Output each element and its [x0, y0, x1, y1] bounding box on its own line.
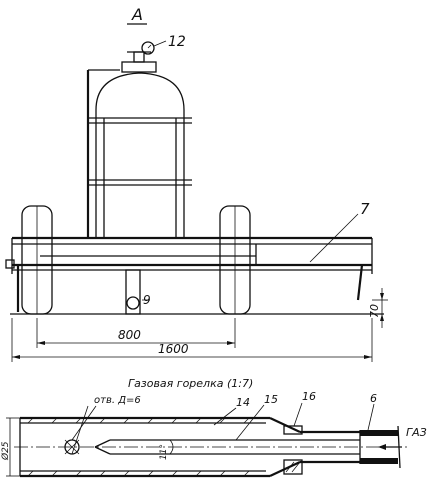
gas-flow-arrowhead — [378, 444, 386, 450]
leader-16 — [293, 402, 303, 427]
gauge-leader — [153, 40, 167, 47]
dim-70-arrow-bottom — [380, 314, 384, 321]
valve-body — [121, 61, 157, 73]
cone-bottom — [269, 461, 301, 477]
dim-800-arrow-right — [227, 341, 235, 345]
gas-cylinder: 12 — [86, 34, 192, 238]
angle-arc — [169, 439, 174, 455]
center-wheel-icon — [126, 296, 140, 310]
leader-15 — [235, 404, 265, 441]
gas-label: ГАЗ — [406, 426, 427, 439]
hose-top — [360, 430, 398, 436]
hole-note-leader — [71, 405, 97, 441]
leg-right — [356, 264, 364, 301]
hole-note-leader-2 — [71, 405, 89, 455]
dim-1600-arrow-left — [12, 355, 20, 359]
nozzle-tip-top — [94, 439, 111, 448]
gauge-needle — [147, 44, 152, 49]
hose-bottom — [360, 458, 398, 464]
cart-frame: 7 — [5, 200, 373, 312]
dim-70-text: 70 — [368, 304, 381, 318]
callout-wheel: 9 — [143, 293, 151, 307]
gas-burner: ГАЗ Ø25 11° отв. Д=6 14 15 16 6 — [0, 390, 427, 478]
coupling-hatch-1 — [285, 461, 295, 473]
frame-leader — [309, 213, 359, 263]
burner-title: Газовая горелка (1:7) — [128, 377, 253, 390]
angle-text: 11° — [159, 444, 169, 460]
callout-hose: 6 — [370, 392, 377, 405]
dim-1600-text: 1600 — [158, 342, 189, 356]
pressure-gauge-icon — [141, 41, 155, 55]
cylinder-dome — [95, 72, 185, 111]
handle-left — [5, 259, 15, 269]
dim-800-text: 800 — [118, 328, 141, 342]
view-label: А — [127, 5, 147, 25]
coupling-hatch-2 — [291, 461, 301, 473]
hole-note: отв. Д=6 — [94, 395, 141, 406]
side-hole-cross-2 — [64, 439, 80, 455]
coupling-bottom — [283, 459, 303, 475]
view-label-text: А — [131, 5, 143, 24]
dim-800-arrow-left — [37, 341, 45, 345]
cone-top — [269, 417, 301, 433]
callout-nozzle: 15 — [264, 393, 278, 406]
dim-1600-arrow-right — [364, 355, 372, 359]
valve-stem — [133, 51, 145, 63]
callout-coupling: 16 — [302, 390, 316, 403]
dim-diameter-text: Ø25 — [0, 441, 11, 461]
tube-bottom-hatch — [27, 470, 250, 477]
leader-6 — [367, 403, 375, 431]
tube-top-hatch — [27, 417, 250, 424]
center-wheel: 9 — [125, 269, 151, 315]
coupling-top — [283, 425, 303, 435]
leader-14 — [213, 407, 237, 426]
callout-pipe: 14 — [236, 396, 250, 409]
dim-70-arrow-top — [380, 293, 384, 300]
dimensions: 800 1600 70 — [11, 288, 388, 362]
callout-gauge: 12 — [168, 34, 186, 50]
nozzle-tip-bottom — [94, 446, 111, 455]
callout-frame: 7 — [360, 200, 370, 218]
